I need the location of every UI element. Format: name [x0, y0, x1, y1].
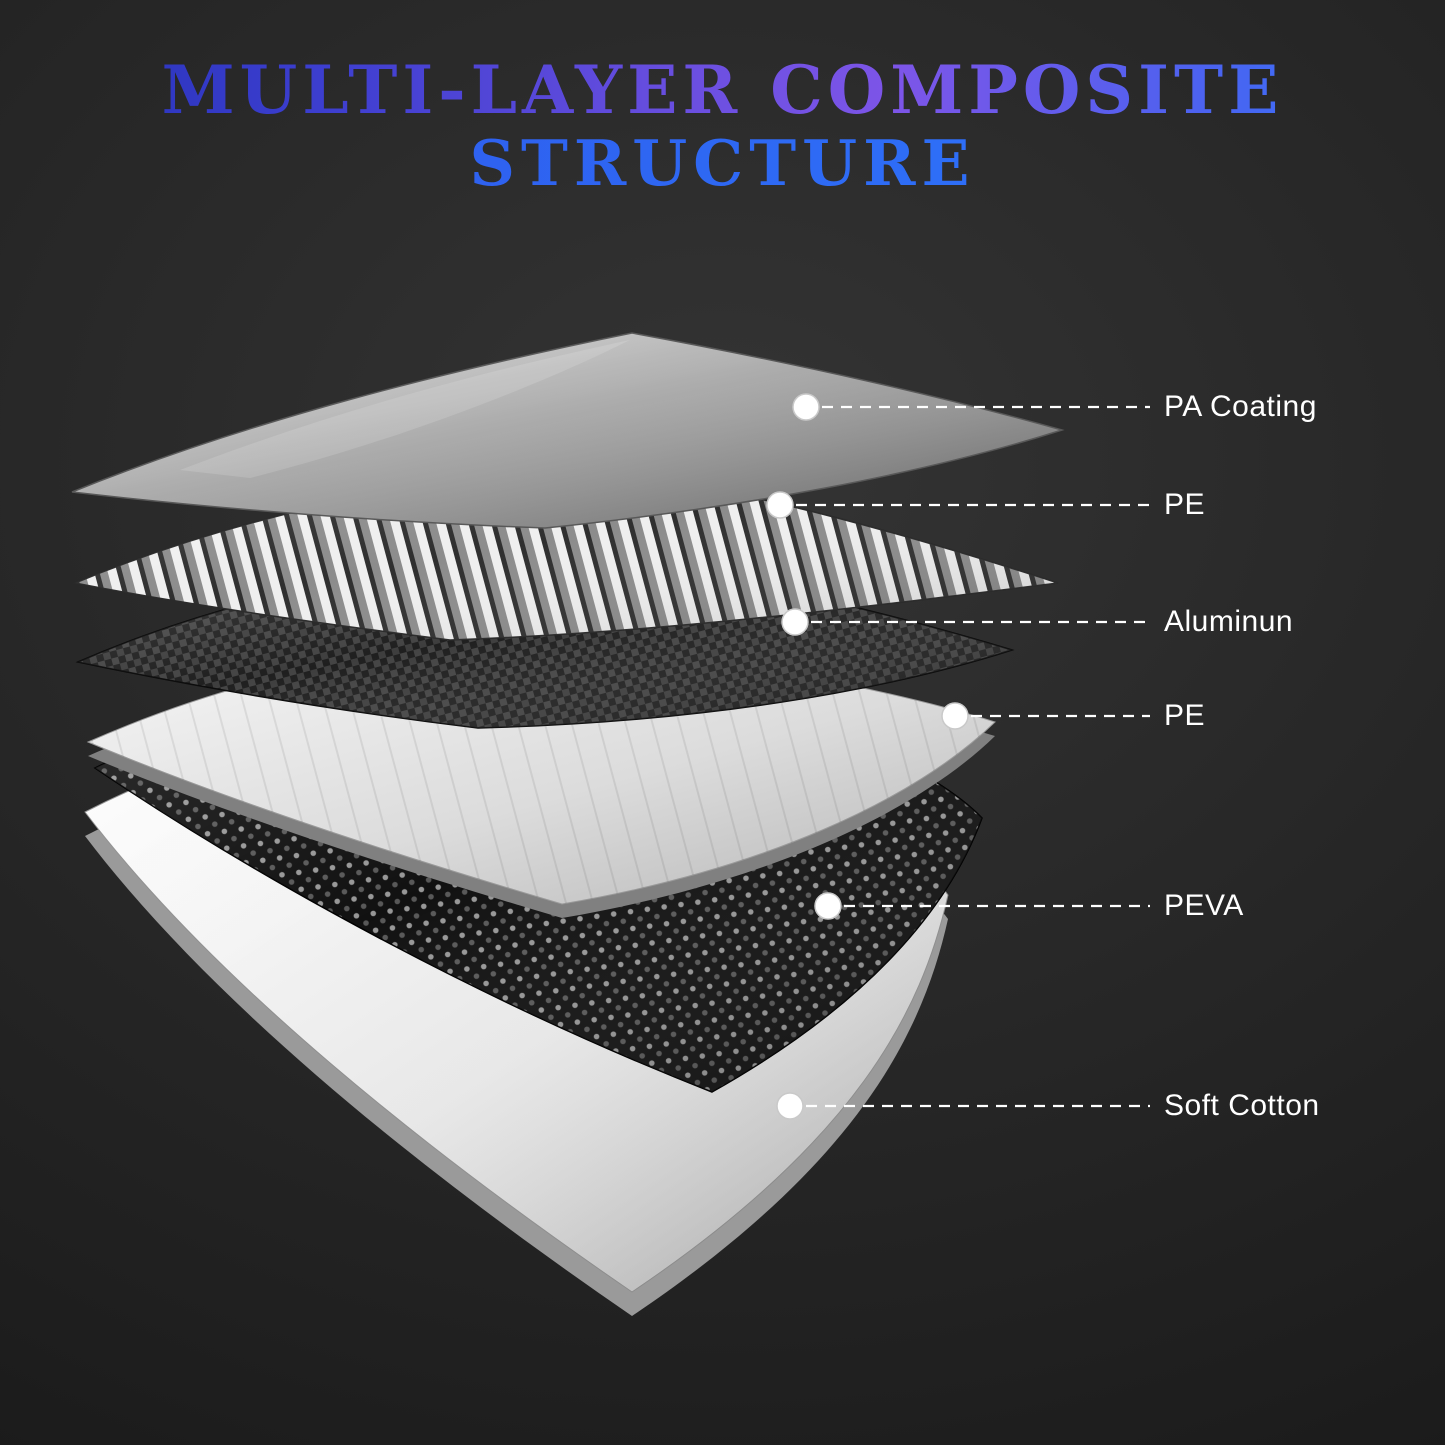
callout-dots — [766, 393, 969, 1120]
label-pe-lower: PE — [1164, 699, 1206, 732]
label-peva: PEVA — [1164, 889, 1244, 922]
callouts — [796, 405, 1150, 1108]
callout-dot-soft-cotton — [776, 1092, 804, 1120]
layer-pe-lower — [86, 644, 996, 918]
label-pa-coating: PA Coating — [1164, 390, 1317, 423]
callout-dot-peva — [814, 892, 842, 920]
pa-coating-shading — [72, 333, 1062, 528]
page-title: MULTI-LAYER COMPOSITE STRUCTURE — [0, 55, 1445, 197]
callout-dot-pe-upper — [766, 491, 794, 519]
label-aluminum: Aluminun — [1164, 605, 1294, 638]
title-line-1: MULTI-LAYER COMPOSITE — [0, 55, 1445, 126]
callout-dot-pe-lower — [941, 702, 969, 730]
title-line-2: STRUCTURE — [0, 130, 1445, 197]
callout-dot-pa-coating — [792, 393, 820, 421]
label-pe-upper: PE — [1164, 488, 1206, 521]
callout-dot-aluminum — [781, 608, 809, 636]
label-soft-cotton: Soft Cotton — [1164, 1089, 1320, 1122]
pe-lower-texture — [88, 644, 995, 904]
title-block: MULTI-LAYER COMPOSITE STRUCTURE — [0, 55, 1445, 197]
layer-pa-coating — [71, 332, 1065, 529]
